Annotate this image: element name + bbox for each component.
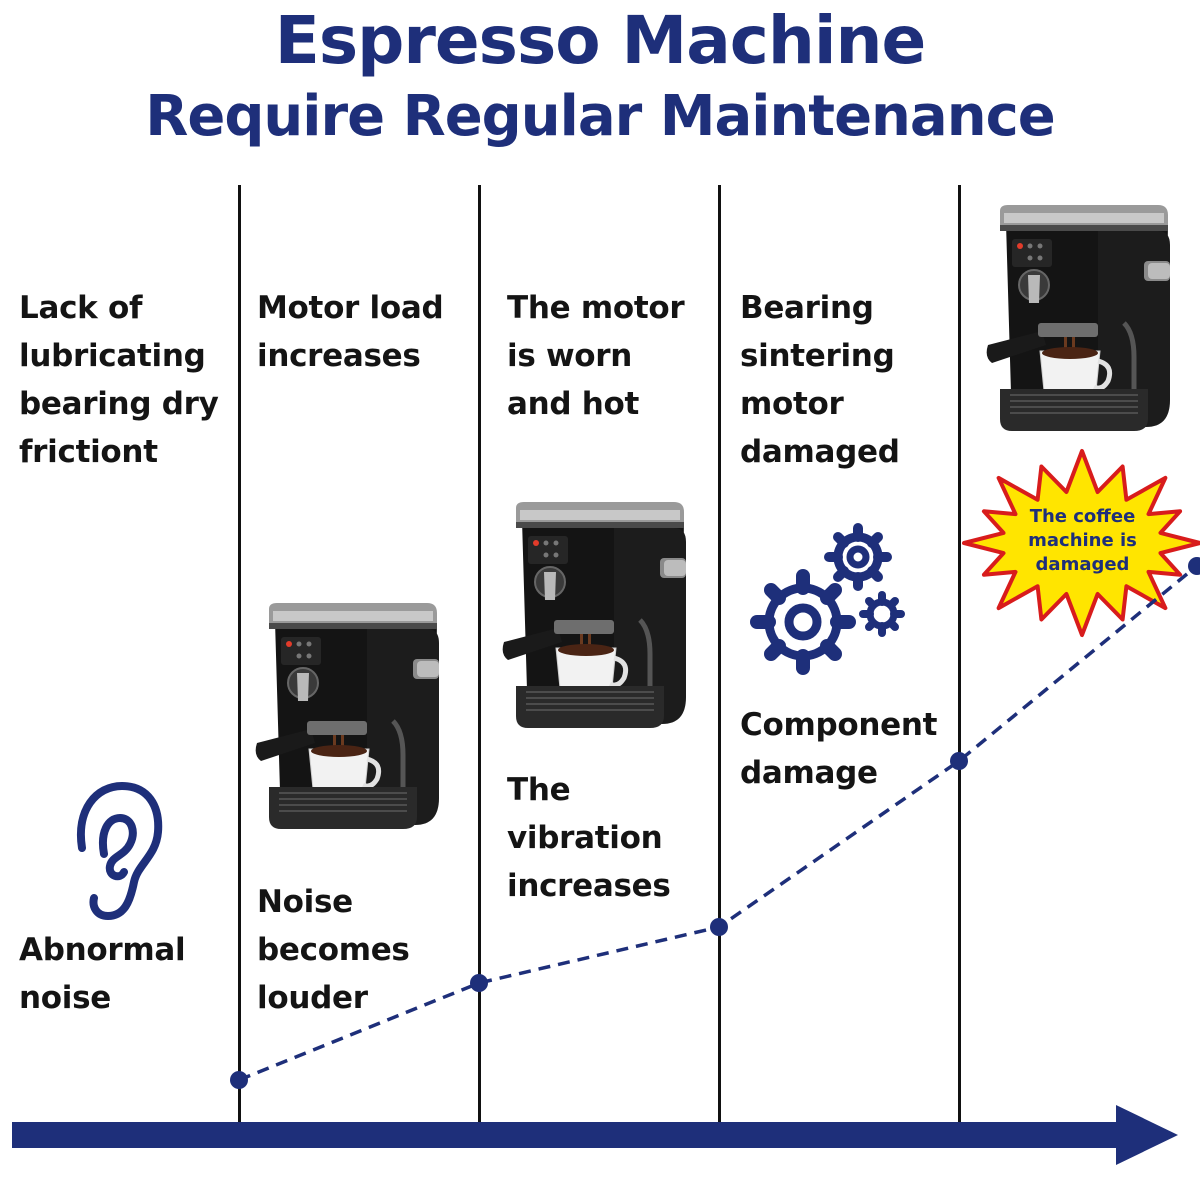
gears-icon [750, 523, 905, 675]
starburst-icon [962, 449, 1200, 637]
column-divider [958, 185, 961, 1123]
espresso-machine-icon [256, 603, 439, 829]
trend-point [230, 1071, 248, 1089]
page-subtitle: Require Regular Maintenance [145, 84, 1056, 149]
trend-point [470, 974, 488, 992]
column-divider [238, 185, 241, 1123]
column-divider [478, 185, 481, 1123]
timeline-arrow [12, 1105, 1178, 1165]
trend-point [710, 918, 728, 936]
page-title: Espresso Machine [274, 2, 927, 79]
espresso-machine-icon [503, 502, 686, 728]
trend-point [950, 752, 968, 770]
column-divider [718, 185, 721, 1123]
espresso-machine-icon [987, 205, 1170, 431]
ear-icon [76, 782, 163, 920]
trend-point [1188, 557, 1200, 575]
